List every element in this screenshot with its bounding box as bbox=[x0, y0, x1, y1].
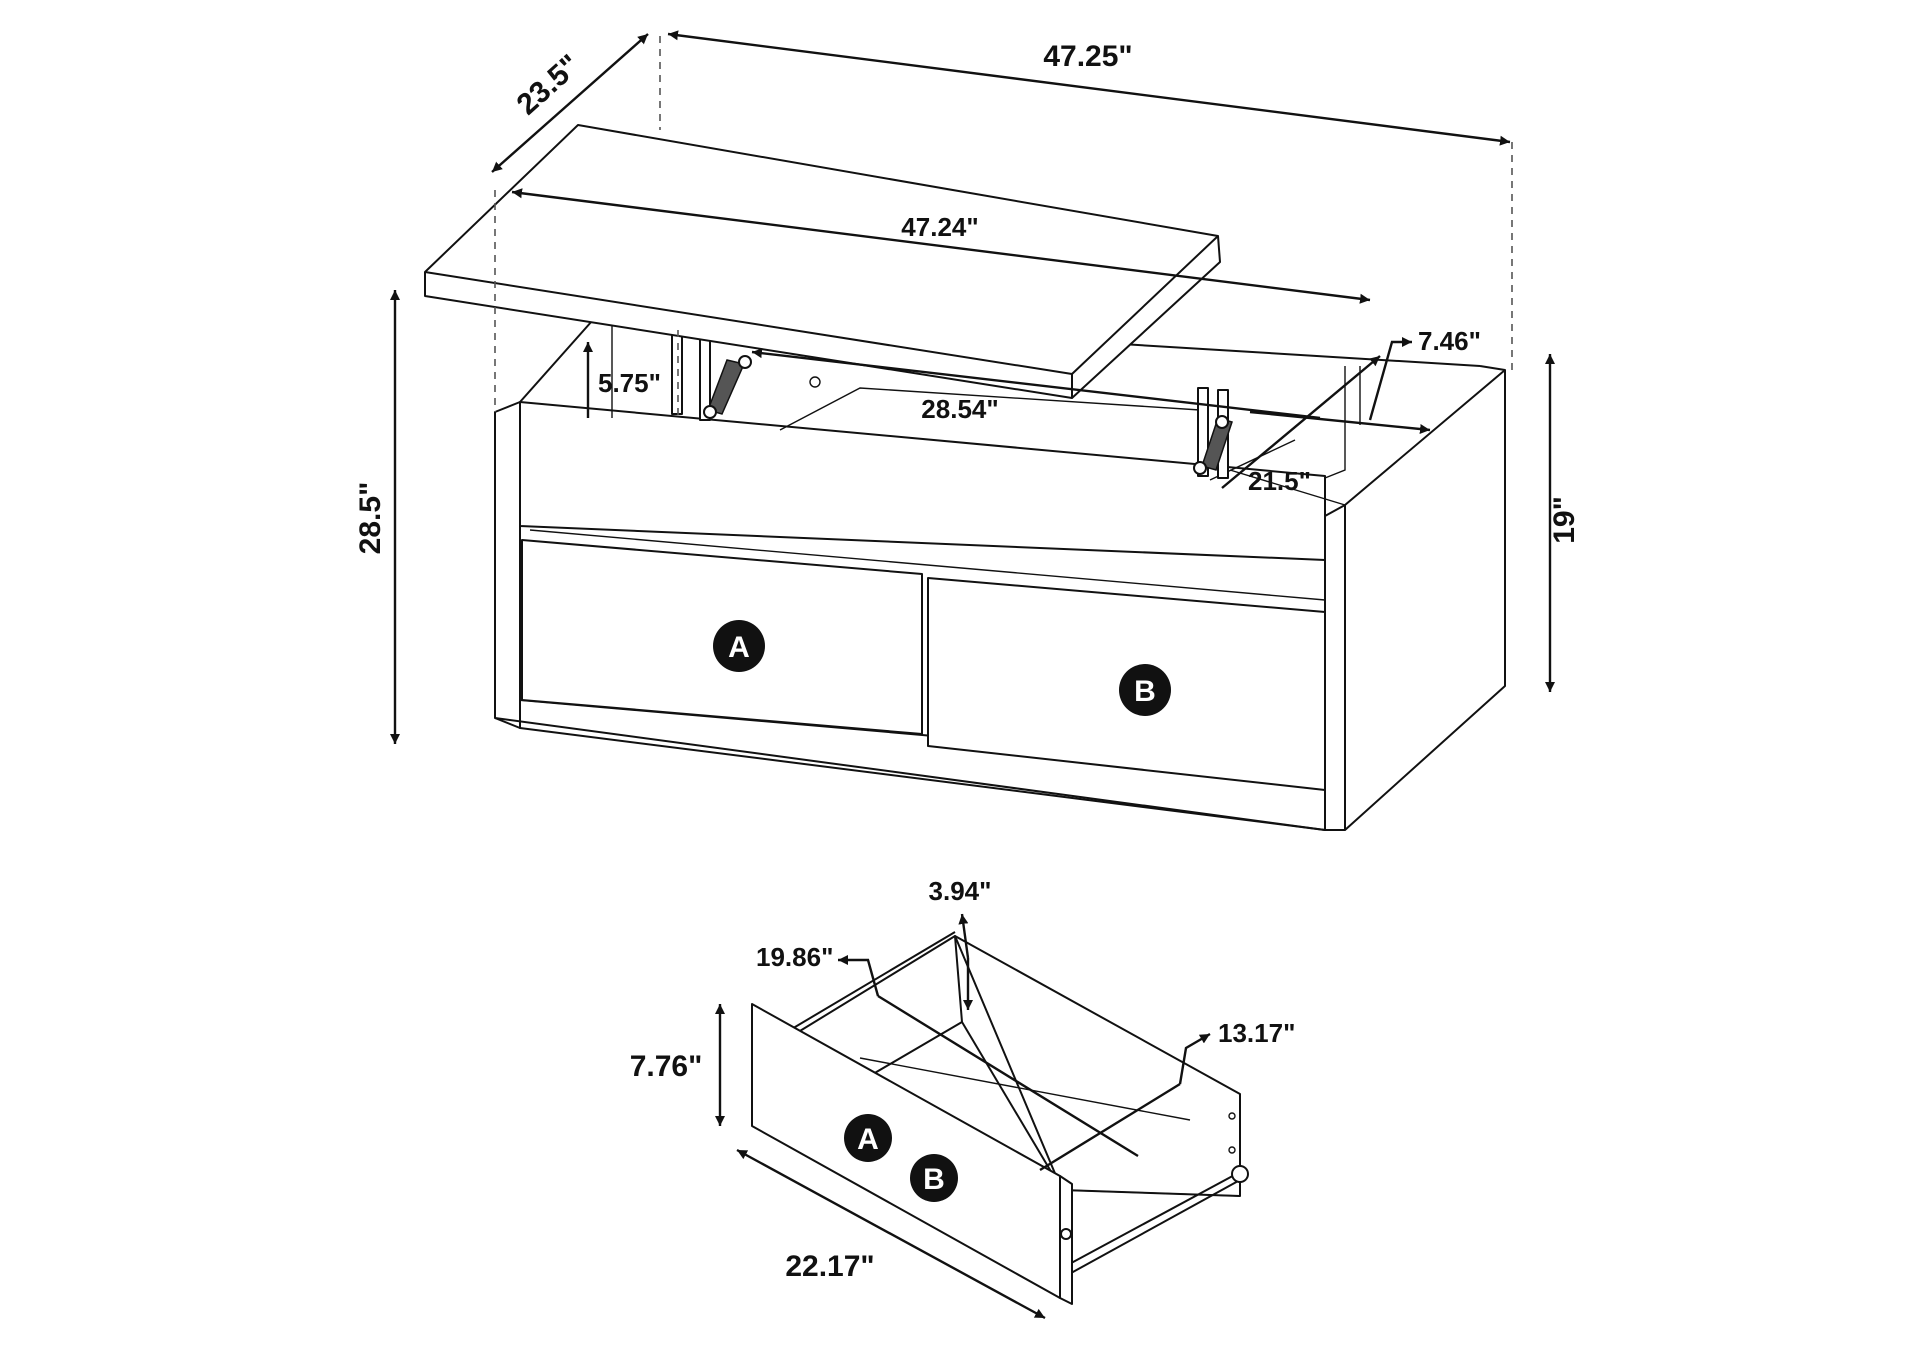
drawer-back-bottom bbox=[961, 1021, 1063, 1191]
inner-floor-edge bbox=[779, 387, 1201, 431]
label-lift-height: 5.75" bbox=[598, 368, 661, 398]
badge-drawer-b-detail: B bbox=[910, 1154, 958, 1202]
lift-post-right-a bbox=[1197, 387, 1209, 477]
arrow-drawer-side-leader bbox=[958, 913, 970, 959]
label-table-height: 19" bbox=[1548, 496, 1581, 544]
label-drawer-interior-width: 13.17" bbox=[1218, 1018, 1295, 1048]
label-overall-depth: 23.5" bbox=[511, 48, 587, 121]
badge-a-detail-text: A bbox=[857, 1123, 879, 1156]
arrow-drawer-depth bbox=[877, 994, 1139, 1158]
label-drawer-side-height: 3.94" bbox=[929, 876, 992, 906]
arrow-drawer-width-leader bbox=[1178, 1032, 1211, 1085]
badge-b-text: B bbox=[1134, 675, 1156, 708]
lift-mechanism-right bbox=[1193, 387, 1233, 479]
lift-pivot-left bbox=[738, 355, 752, 369]
label-drawer-front-height: 7.76" bbox=[630, 1050, 703, 1083]
right-side-panel bbox=[1324, 369, 1506, 831]
front-upper-rail bbox=[519, 401, 1326, 561]
lift-top bbox=[424, 124, 1221, 399]
runner-wheel bbox=[1231, 1165, 1249, 1183]
badge-drawer-b-table: B bbox=[1119, 664, 1171, 716]
label-drawer-length: 22.17" bbox=[785, 1250, 874, 1283]
badge-drawer-a-detail: A bbox=[844, 1114, 892, 1162]
arrow-overall-depth bbox=[491, 33, 649, 173]
arrow-drawer-width bbox=[1039, 1082, 1181, 1172]
drawer-knob-hole bbox=[1060, 1228, 1072, 1240]
arrow-inner-width-a bbox=[751, 348, 1321, 420]
lift-pivot-right-b bbox=[1193, 461, 1207, 475]
badge-drawer-a-table: A bbox=[713, 620, 765, 672]
drawer-floor-right bbox=[1061, 1189, 1241, 1197]
label-inner-width: 28.54" bbox=[921, 394, 998, 424]
left-side-panel bbox=[494, 401, 521, 729]
arrow-drawer-length bbox=[736, 1148, 1046, 1320]
lift-pivot-left-b bbox=[703, 405, 717, 419]
lift-pivot-right bbox=[1215, 415, 1229, 429]
drawer-top-shadow bbox=[529, 529, 1326, 601]
drawer-runner bbox=[1061, 1171, 1241, 1269]
table-body bbox=[494, 311, 1506, 831]
drawer-dimension-labels: 3.94" 19.86" 13.17" 7.76" 22.17" bbox=[630, 876, 1296, 1283]
label-drawer-interior-depth: 19.86" bbox=[756, 942, 833, 972]
badge-b-detail-text: B bbox=[923, 1163, 945, 1196]
lift-mechanism-left bbox=[671, 321, 752, 421]
drawer-dimension-arrows bbox=[715, 913, 1211, 1320]
screw-hole bbox=[809, 376, 821, 388]
arrow-side-compartment bbox=[1368, 337, 1412, 421]
label-top-length: 47.24" bbox=[901, 212, 978, 242]
label-overall-length: 47.25" bbox=[1043, 40, 1132, 73]
right-compartment-floor bbox=[1229, 469, 1346, 506]
extension-lines bbox=[494, 36, 1513, 425]
arrow-inner-depth bbox=[1221, 355, 1381, 489]
arrow-inner-width-b bbox=[1249, 410, 1431, 434]
dimension-arrows bbox=[390, 30, 1555, 744]
inner-right-wall bbox=[1324, 366, 1346, 479]
right-top-edge bbox=[1479, 365, 1506, 371]
arrow-top-length bbox=[511, 188, 1371, 304]
badge-a-text: A bbox=[728, 631, 750, 664]
drawer-detail bbox=[751, 931, 1249, 1305]
label-max-height: 28.5" bbox=[354, 482, 387, 555]
arrow-overall-length bbox=[667, 30, 1511, 146]
label-inner-depth: 21.5" bbox=[1248, 466, 1311, 496]
drawer-floor-line bbox=[859, 1057, 1191, 1121]
lift-top-board bbox=[424, 124, 1221, 399]
drawer-screw-2 bbox=[1228, 1146, 1236, 1154]
drawer-screw-1 bbox=[1228, 1112, 1236, 1120]
label-side-compartment: 7.46" bbox=[1418, 326, 1481, 356]
left-side-top bbox=[519, 311, 601, 403]
drawer-runner-2 bbox=[1061, 1179, 1241, 1279]
drawer-left-top bbox=[789, 931, 956, 1031]
bottom-front-edge bbox=[494, 717, 1326, 831]
arrow-drawer-depth-leader bbox=[838, 955, 880, 997]
